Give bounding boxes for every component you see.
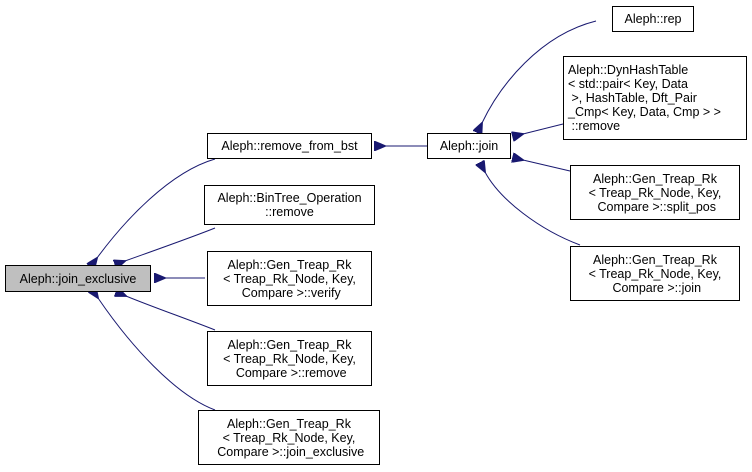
edge-split-pos-to-join	[523, 160, 571, 172]
node-remove-from-bst[interactable]: Aleph::remove_from_bst	[207, 133, 372, 159]
edge-remove-from-bst-to-join-exclusive	[97, 158, 216, 258]
node-treap-remove[interactable]: Aleph::Gen_Treap_Rk < Treap_Rk_Node, Key…	[207, 331, 372, 386]
edge-rep-to-join	[482, 20, 597, 123]
node-join[interactable]: Aleph::join	[427, 133, 511, 159]
node-dynhash-remove[interactable]: Aleph::DynHashTable < std::pair< Key, Da…	[563, 56, 747, 140]
edge-treap-join-exclusive-to-join-exclusive	[98, 298, 216, 411]
node-rep[interactable]: Aleph::rep	[612, 6, 694, 32]
node-treap-verify[interactable]: Aleph::Gen_Treap_Rk < Treap_Rk_Node, Key…	[207, 251, 372, 306]
node-treap-join[interactable]: Aleph::Gen_Treap_Rk < Treap_Rk_Node, Key…	[570, 246, 740, 301]
edge-treap-join-to-join	[485, 172, 581, 246]
node-treap-split-pos[interactable]: Aleph::Gen_Treap_Rk < Treap_Rk_Node, Key…	[570, 165, 740, 220]
edge-treap-remove-to-join-exclusive	[126, 296, 216, 331]
node-treap-join-exclusive[interactable]: Aleph::Gen_Treap_Rk < Treap_Rk_Node, Key…	[198, 410, 380, 465]
edge-dynhash-remove-to-join	[523, 123, 564, 134]
edge-bintree-remove-to-join-exclusive	[125, 227, 216, 261]
node-bintree-operation-remove[interactable]: Aleph::BinTree_Operation ::remove	[204, 185, 375, 225]
node-join-exclusive[interactable]: Aleph::join_exclusive	[5, 265, 151, 292]
